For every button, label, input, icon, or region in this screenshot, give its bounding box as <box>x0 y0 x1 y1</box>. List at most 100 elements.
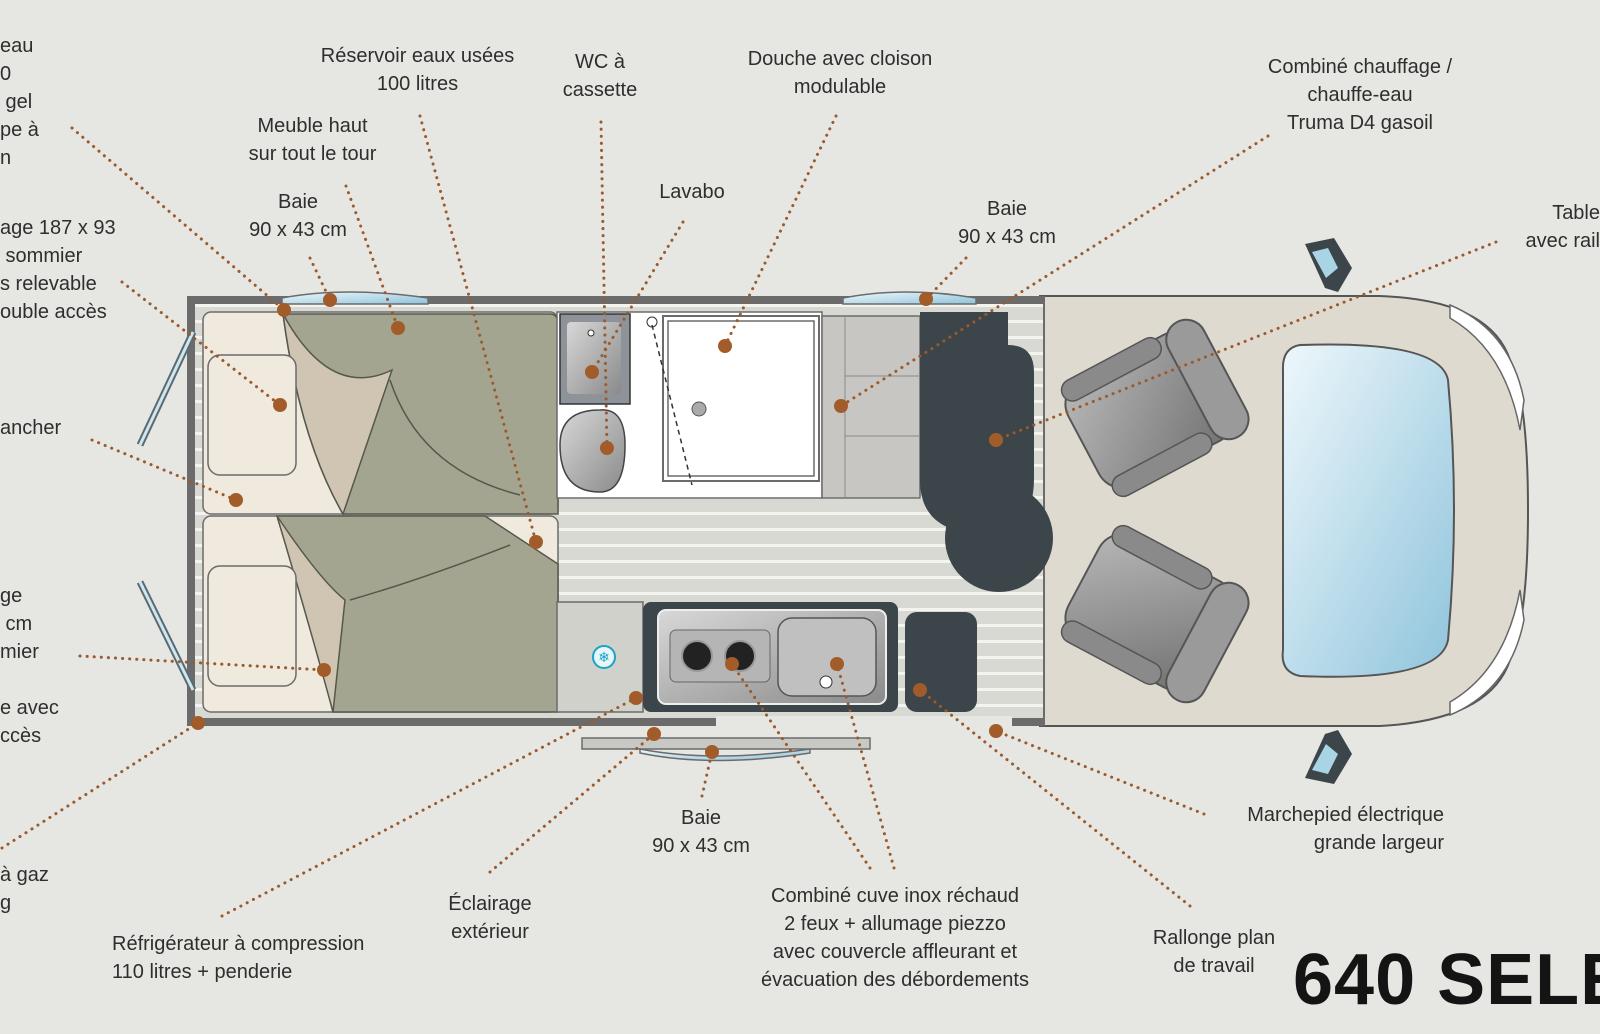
callout-dots <box>191 292 1003 759</box>
dot-cuisine-1 <box>725 657 739 671</box>
windshield <box>1281 343 1455 678</box>
dot-rallonge <box>913 683 927 697</box>
leader-couchage <box>120 280 282 407</box>
leader-couchage2 <box>78 654 326 672</box>
wc-bowl <box>559 409 626 493</box>
dot-baie-arriere <box>323 293 337 307</box>
label-soute: e avec ccès <box>0 697 59 747</box>
window-rear-top <box>281 291 429 305</box>
dinette-bench <box>920 312 1034 534</box>
label-table: Table avec rail <box>1525 202 1600 252</box>
label-reservoir-eau: eau 0 gel pe à n <box>0 35 39 169</box>
leader-reservoir-eau <box>70 126 286 312</box>
dot-couchage <box>273 398 287 412</box>
mirror-right-glass <box>1312 744 1338 774</box>
label-wc: WC à cassette <box>562 51 638 101</box>
duvet-crease-2 <box>349 544 511 601</box>
label-baie-porte: Baie 90 x 43 cm <box>652 807 750 857</box>
dot-marchepied <box>989 724 1003 738</box>
dot-gaz <box>191 716 205 730</box>
kitchen: ❄ <box>556 601 977 713</box>
leader-cuisine-2 <box>835 662 896 870</box>
dot-reservoir-eau <box>277 303 291 317</box>
label-bouteilles-gaz: à gaz g <box>0 864 49 914</box>
shower-partition <box>651 324 693 486</box>
shower-tray-inner <box>667 320 815 477</box>
extension-worktop <box>905 612 977 712</box>
leader-baie-arriere <box>308 256 332 302</box>
leader-frigo <box>220 696 638 918</box>
leader-cuisine-1 <box>730 662 872 870</box>
leader-baie-milieu <box>924 256 968 301</box>
leader-table <box>994 240 1498 442</box>
dot-meuble-haut <box>391 321 405 335</box>
window-mid-top <box>842 291 977 305</box>
leader-lavabo <box>590 220 685 374</box>
pillow-bottom <box>207 565 297 687</box>
leader-lines <box>0 114 1498 918</box>
burner-1 <box>681 640 713 672</box>
shower-tray <box>662 315 820 482</box>
dot-baie-porte <box>705 745 719 759</box>
dot-eclairage <box>647 727 661 741</box>
label-douche: Douche avec cloison modulable <box>747 48 933 98</box>
dot-table <box>989 433 1003 447</box>
dinette <box>920 312 1053 592</box>
leader-baie-porte <box>700 750 714 798</box>
leader-wc <box>599 120 609 450</box>
label-couchage2: ge cm mier <box>0 585 39 663</box>
dot-couchage2 <box>317 663 331 677</box>
snowflake-icon <box>592 645 616 669</box>
leader-eclairage <box>488 732 656 874</box>
model-title: 640 SELE <box>1293 940 1600 1020</box>
label-cuisine: Combiné cuve inox réchaud 2 feux + allum… <box>761 885 1029 991</box>
dot-reservoir-usees <box>529 535 543 549</box>
rear-beds <box>202 311 559 713</box>
pillow-top <box>207 354 297 476</box>
passenger-seat <box>1060 524 1250 704</box>
bathroom <box>556 311 823 499</box>
window-sliding-door <box>639 748 811 762</box>
dot-cuisine-2 <box>830 657 844 671</box>
leader-reservoir-usees <box>418 114 538 544</box>
dot-plancher <box>229 493 243 507</box>
dot-wc <box>600 441 614 455</box>
sink-drain <box>819 675 833 689</box>
label-rallonge: Rallonge plan de travail <box>1152 927 1276 977</box>
leader-douche <box>723 114 838 348</box>
sliding-door-track <box>581 737 871 750</box>
label-plancher: ancher <box>0 417 62 439</box>
duvet-crease-1 <box>389 379 521 496</box>
label-baie-milieu: Baie 90 x 43 cm <box>958 198 1056 248</box>
driver-seat <box>1060 318 1250 498</box>
washbasin-bowl <box>567 322 621 394</box>
label-combine-chauffage: Combiné chauffage / chauffe-eau Truma D4… <box>1267 56 1453 134</box>
label-lavabo: Lavabo <box>659 181 725 203</box>
leader-combine <box>839 134 1270 408</box>
dot-lavabo <box>585 365 599 379</box>
shower-drain <box>691 401 707 417</box>
snowflake-glyph: ❄ <box>598 650 610 666</box>
door-opening <box>716 716 1012 728</box>
label-meuble-haut: Meuble haut sur tout le tour <box>248 115 377 165</box>
dot-baie-milieu <box>919 292 933 306</box>
leader-rallonge <box>918 688 1192 908</box>
dot-douche <box>718 339 732 353</box>
rear-door-top-glass <box>138 331 195 446</box>
label-refrigerateur: Réfrigérateur à compression 110 litres +… <box>112 933 365 983</box>
dinette-table <box>945 484 1053 592</box>
tap <box>587 329 595 337</box>
label-reservoir-usees: Réservoir eaux usées 100 litres <box>320 45 515 95</box>
front-glass-bottom <box>1449 589 1525 717</box>
van-cab <box>1039 238 1530 784</box>
leader-marchepied <box>994 729 1206 816</box>
label-eclairage: Éclairage extérieur <box>448 893 532 943</box>
dot-frigo <box>629 691 643 705</box>
leader-plancher <box>90 438 238 502</box>
dot-combine <box>834 399 848 413</box>
rear-door-bottom-glass <box>138 581 195 691</box>
label-marchepied: Marchepied électrique grande largeur <box>1247 804 1444 854</box>
label-couchage: age 187 x 93 sommier s relevable ouble a… <box>0 217 116 323</box>
front-glass-top <box>1449 303 1525 431</box>
